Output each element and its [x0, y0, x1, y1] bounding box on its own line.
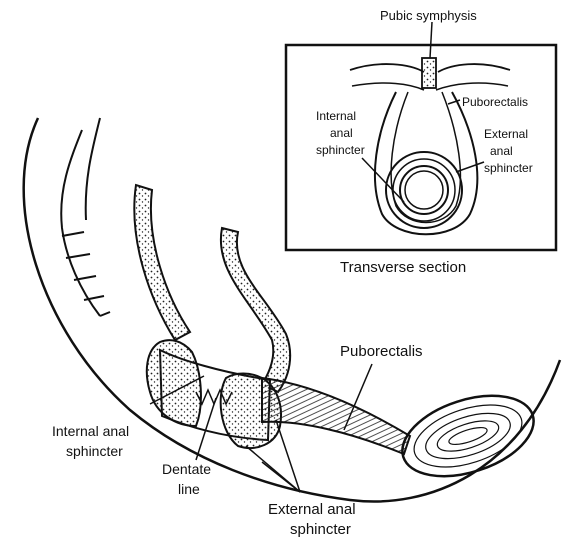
- label-dentate-1: Dentate: [162, 461, 211, 477]
- label-main-external-1: External anal: [268, 501, 356, 518]
- coccyx: [61, 118, 110, 316]
- label-inset-external-3: sphincter: [484, 161, 533, 175]
- label-inset-external-2: anal: [490, 144, 513, 158]
- label-inset-internal-3: sphincter: [316, 143, 365, 157]
- label-pubic-symphysis: Pubic symphysis: [380, 8, 477, 23]
- label-inset-internal-1: Internal: [316, 109, 356, 123]
- label-inset-internal-2: anal: [330, 126, 353, 140]
- label-inset-puborectalis: Puborectalis: [462, 95, 528, 109]
- label-main-external-2: sphincter: [290, 521, 351, 538]
- rectal-wall-anterior: [221, 228, 290, 392]
- pubic-bone: [392, 381, 544, 492]
- label-main-puborectalis: Puborectalis: [340, 343, 423, 360]
- label-transverse-section: Transverse section: [340, 259, 466, 276]
- label-main-internal-2: sphincter: [66, 443, 123, 459]
- internal-sphincter-mass: [147, 340, 201, 426]
- label-dentate-2: line: [178, 481, 200, 497]
- label-main-internal-1: Internal anal: [52, 423, 129, 439]
- label-inset-external-1: External: [484, 127, 528, 141]
- rectal-wall-posterior: [134, 185, 190, 340]
